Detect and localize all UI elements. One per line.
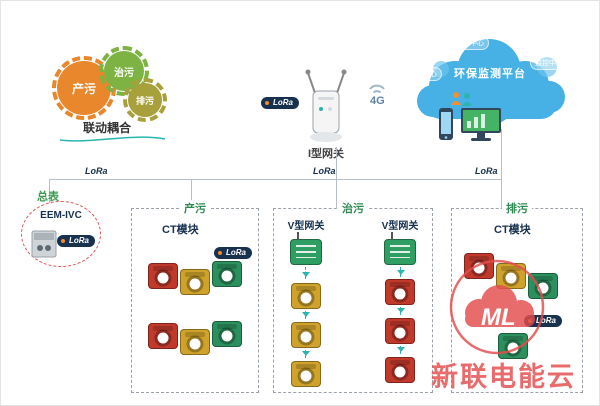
gateway-label: I型网关 [307,148,345,160]
zone-paiwu-label: 排污 [502,200,532,217]
meter-model-label: EEM-IVC [40,210,82,221]
fourg-label: 4G [370,95,385,107]
bus-line [49,179,501,180]
ct-device [385,357,415,383]
lora-label-left: LoRa [85,166,108,176]
gateway-drop-line [336,147,337,208]
connector-arrow [397,267,405,277]
ct-device [385,318,415,344]
zone-chanwu: 产污 CT模块 LoRa [131,200,259,393]
zone-chanwu-label: 产污 [180,200,210,217]
cloud-node-data-center: 数据中心 [451,36,489,50]
fourg-icon: 4G [369,84,385,107]
v-gateway-device [384,232,416,265]
monitor-icon [461,108,501,141]
ct-device [148,323,178,349]
ct-device [180,269,210,295]
connector-arrow [302,311,310,319]
paiwu-drop-line [501,179,502,208]
gear-paiwu: 排污 [123,78,167,122]
cloud-node-ops-center: 运维中心 [404,67,442,81]
ct-device [464,253,494,279]
zone-zhiwu: 治污 V型网关 V型网关 [273,200,433,393]
lora-label-right: LoRa [475,166,498,176]
ct-device [148,263,178,289]
meter-drop-line [49,179,50,203]
cloud-node-monitor-center: 监控中心 [530,56,568,70]
main-meter-label: 总表 [37,191,59,203]
chanwu-drop-line [191,179,192,208]
gear-zhiwu-label: 治污 [114,67,134,79]
phone-icon [439,108,453,140]
gateway-lora-badge: LoRa [261,97,299,109]
chanwu-lora-badge: LoRa [214,247,252,259]
meter-lora-badge: LoRa [57,235,95,247]
ct-device [180,329,210,355]
zone-zhiwu-label: 治污 [338,200,368,217]
ct-device [385,279,415,305]
zone-paiwu: 排污 CT模块 LoRa [451,200,583,393]
cloud-title: 环保监测平台 [454,68,526,80]
gear-zhiwu: 治污 [99,46,149,96]
paiwu-lora-badge: LoRa [524,315,562,327]
ct-module-label-paiwu: CT模块 [494,224,531,236]
gear-chanwu-label: 产污 [71,81,96,96]
ct-device [212,261,242,287]
meter-icon [31,230,57,258]
connector-arrow [302,350,310,358]
ct-device [291,361,321,387]
users-icon [451,92,472,106]
ct-device [496,263,526,289]
v-gateway-label-2: V型网关 [381,221,419,232]
ct-device [291,322,321,348]
ct-device [291,283,321,309]
gear-chanwu: 产污 [52,56,116,120]
connector-arrow [397,307,405,315]
ct-module-label-chanwu: CT模块 [162,224,199,236]
ct-device [212,321,242,347]
lora-label-center: LoRa [313,166,336,176]
ct-device [498,333,528,359]
teal-swoosh-line [59,136,166,142]
gears-caption: 联动耦合 [82,121,131,135]
meter-dashed-ellipse [21,201,101,267]
connector-arrow [397,346,405,354]
connector-arrow [302,267,310,279]
v-gateway-label-1: V型网关 [287,221,325,232]
gateway-device-icon [305,69,347,142]
v-gateway-device [290,232,322,265]
gear-paiwu-label: 排污 [135,95,154,106]
cloud-icon [417,39,565,125]
ct-device [528,273,558,299]
cloud-drop-line [501,129,502,179]
